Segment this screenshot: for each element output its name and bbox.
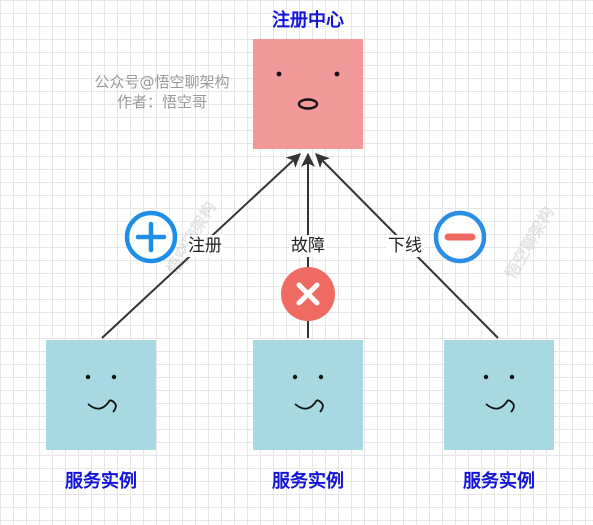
service-instance-box-3: [444, 340, 554, 450]
watermark-text: 公众号@悟空聊架构 作者：悟空哥: [72, 72, 252, 112]
watermark-line-1: 公众号@悟空聊架构: [94, 73, 230, 91]
service-instance-box-1: [46, 340, 156, 450]
service-instance-box-2: [253, 340, 363, 450]
edge-label-register: 注册: [186, 235, 224, 257]
watermark-line-2: 作者：悟空哥: [116, 93, 207, 111]
edge-label-failure: 故障: [289, 235, 327, 257]
service-instance-label-3: 服务实例: [463, 471, 535, 492]
edge-label-offline: 下线: [386, 235, 424, 257]
plus-circle-icon: [124, 210, 178, 264]
registry-box: [253, 39, 363, 149]
minus-circle-icon: [433, 210, 487, 264]
service-instance-label-1: 服务实例: [65, 471, 137, 492]
service-instance-label-2: 服务实例: [272, 471, 344, 492]
close-circle-icon: [281, 267, 335, 321]
registry-title: 注册中心: [272, 10, 344, 31]
